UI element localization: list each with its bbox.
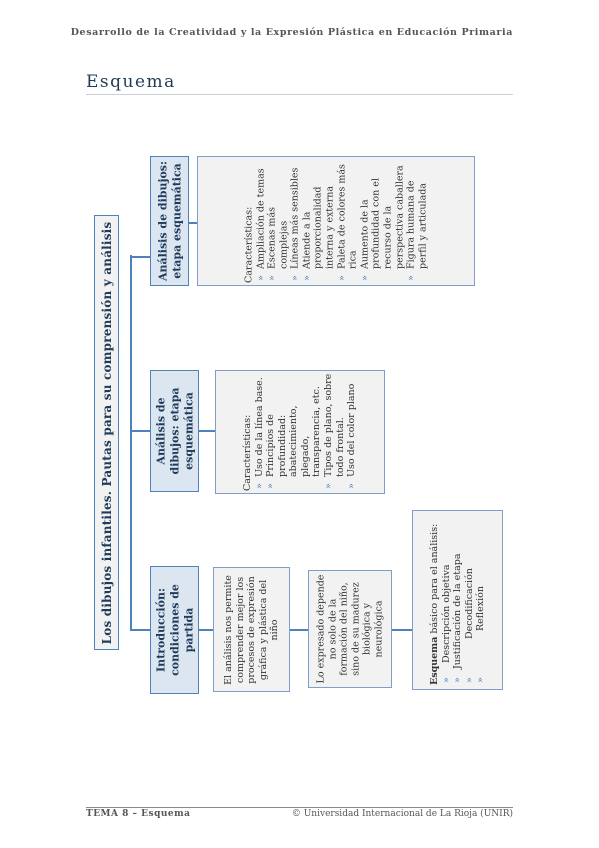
running-header: Desarrollo de la Creatividad y la Expres… [70,27,513,38]
intro-heading-box: Introducción: condiciones de partida [150,566,199,694]
connector-text1-text2 [290,629,308,631]
schematic-characteristics-label: Características: [243,206,255,283]
footer-left: TEMA 8 – Esquema [86,809,191,819]
intro-heading-text: Introducción: condiciones de partida [153,584,195,676]
title-divider [86,94,513,95]
schematic-item: Paleta de colores más rica [336,159,359,283]
scheme-item: Justificación de la etapa [452,515,464,685]
schematic-heading-text: Análisis de dibujos: etapa esquemática [155,160,183,282]
intro-text-2: Lo expresado depende no solo de la forma… [315,574,385,684]
middle-item: Tipos de plano, sobre todo frontal. [323,373,346,491]
connector-text2-scheme [392,629,412,631]
scheme-bold-word: Esquema [428,636,440,685]
analysis-scheme-content: Esquema básico para el análisis: Descrip… [429,515,487,685]
page-title: Esquema [86,72,176,92]
analysis-scheme-box: Esquema básico para el análisis: Descrip… [412,510,503,690]
middle-item: Uso de la línea base. [254,373,266,491]
connector-intro [130,629,150,631]
footer-right: © Universidad Internacional de La Rioja … [291,809,513,819]
connector-pre [130,430,150,432]
scheme-heading-rest: básico para el análisis: [428,523,440,637]
middle-item: Principios de profundidad: abatecimiento… [265,373,323,491]
middle-heading-box: Análisis de dibujos: etapa esquemática [150,370,199,492]
schematic-heading-box: Análisis de dibujos: etapa esquemática [150,156,189,286]
schematic-item: Líneas más sensibles [290,159,302,283]
connector-pre-content [199,430,215,432]
intro-text-box-1: El análisis nos permite comprender mejor… [213,567,290,692]
schematic-item: Ampliación de temas [255,159,267,283]
connector-intro-text1 [199,629,213,631]
middle-content: Características: Uso de la línea base. P… [242,373,358,491]
scheme-item: Reflexión [475,515,487,685]
schematic-item: Escenas más complejas [267,159,290,283]
scheme-item: Decodificación [463,515,475,685]
middle-heading-text: Análisis de dibujos: etapa esquemática [153,387,195,475]
analysis-scheme-heading: Esquema básico para el análisis: [429,515,441,685]
connector-trunk [130,255,132,630]
schematic-content: Características: Ampliación de temas Esc… [243,159,428,283]
schematic-content-box: Características: Ampliación de temas Esc… [197,156,475,286]
middle-content-box: Características: Uso de la línea base. P… [215,370,385,494]
connector-esq [130,256,150,258]
schematic-item: Aumento de la profundidad con el recurso… [359,159,405,283]
main-topic-box: Los dibujos infantiles. Pautas para su c… [94,215,119,650]
schematic-item: Figura humana de perfil y articulada [405,159,428,283]
main-topic-text: Los dibujos infantiles. Pautas para su c… [99,221,114,644]
connector-esq-content [189,222,197,224]
footer-divider [86,807,513,808]
intro-text-1: El análisis nos permite comprender mejor… [222,574,280,685]
intro-text-box-2: Lo expresado depende no solo de la forma… [308,570,392,688]
schematic-item: Atiende a la proporcionalidad interna y … [301,159,336,283]
middle-item: Uso del color plano [346,373,358,491]
middle-characteristics-label: Características: [242,414,254,491]
scheme-item: Descripción objetiva [440,515,452,685]
